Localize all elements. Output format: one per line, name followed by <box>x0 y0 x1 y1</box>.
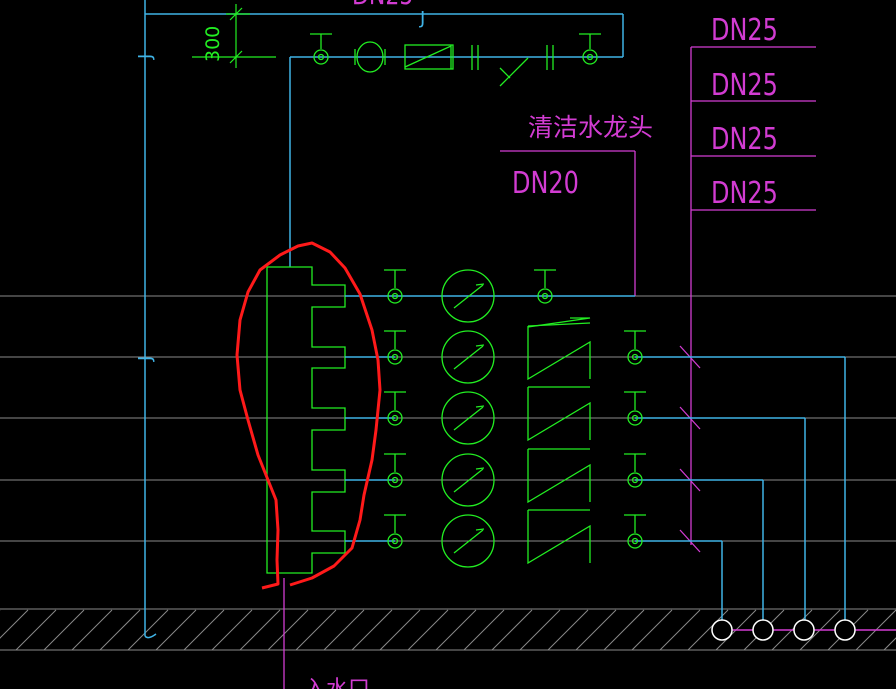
fitting-row <box>384 322 646 384</box>
valve-body <box>627 410 643 426</box>
dn25-label-2: DN25 <box>711 68 778 102</box>
top-fittings <box>310 33 601 87</box>
water-meter <box>441 514 495 568</box>
dimension-300 <box>192 4 276 68</box>
check-valve <box>527 510 591 565</box>
valve-core <box>541 292 549 300</box>
hatch-line <box>323 609 365 651</box>
valve-core <box>391 353 399 361</box>
bottom-partial-label: 入水口 <box>304 677 370 689</box>
hatch-line <box>491 609 533 651</box>
fitting-row <box>384 509 646 568</box>
water-meter <box>441 453 495 507</box>
hatch-line <box>99 609 141 651</box>
meter-needle <box>453 406 484 431</box>
valve-body <box>387 349 403 365</box>
hatch-line <box>155 609 197 651</box>
meter-needle-tip <box>475 467 485 470</box>
water-meter <box>441 330 495 384</box>
valve-core <box>391 414 399 422</box>
meter-needle-tip <box>475 283 485 286</box>
ground-hatch <box>0 609 896 651</box>
hatch-line <box>127 609 169 651</box>
hatch-line <box>463 609 505 651</box>
hatch-line <box>43 609 85 651</box>
valve-core <box>391 292 399 300</box>
valve-core <box>631 537 639 545</box>
pipe-label-j-left1: J <box>135 54 156 60</box>
check-valve-arrow <box>527 317 591 328</box>
hatch-line <box>211 609 253 651</box>
pipe-label-j-left2: J <box>135 356 156 362</box>
hatch-line <box>631 609 673 651</box>
meter-needle-tip <box>475 405 485 408</box>
main-riser <box>144 0 624 639</box>
hatch-line <box>239 609 281 651</box>
check-valve <box>527 449 591 504</box>
meter-needle-tip <box>475 344 485 347</box>
reference-lines <box>0 295 896 651</box>
meter-needle-tip <box>475 528 485 531</box>
valve-body <box>537 288 553 304</box>
hatch-line <box>659 609 701 651</box>
valve-body <box>627 349 643 365</box>
red-markup-loop <box>235 241 382 590</box>
dn25-label-3: DN25 <box>711 122 778 156</box>
valve-core <box>391 476 399 484</box>
dn20-label: DN20 <box>512 166 579 200</box>
hatch-line <box>407 609 449 651</box>
meter-needle <box>453 468 484 493</box>
hatch-line <box>519 609 561 651</box>
hatch-line <box>183 609 225 651</box>
fitting-row <box>384 269 556 323</box>
valve-body <box>387 472 403 488</box>
dn25-label-1: DN25 <box>711 13 778 47</box>
valve-body <box>627 533 643 549</box>
meter-needle <box>453 345 484 370</box>
hatch-line <box>883 637 896 651</box>
fitting-row <box>384 386 646 445</box>
fitting-row <box>384 448 646 507</box>
hatch-line <box>575 609 617 651</box>
valve-core <box>391 537 399 545</box>
hatch-line <box>351 609 393 651</box>
valve-core <box>631 353 639 361</box>
valve-body <box>387 410 403 426</box>
hatch-line <box>295 609 337 651</box>
pipe-label-j-top: J <box>419 8 425 29</box>
valve-body <box>627 472 643 488</box>
meter-needle <box>453 529 484 554</box>
check-valve <box>527 326 591 381</box>
faucet-label: 清洁水龙头 <box>528 113 653 142</box>
water-meter <box>441 391 495 445</box>
meter-needle <box>453 284 484 309</box>
valve-core <box>631 414 639 422</box>
hatch-line <box>15 609 57 651</box>
fitting-rows <box>384 269 646 568</box>
valve-body <box>387 288 403 304</box>
manifold-outlets <box>345 295 395 542</box>
top-partial-label: DN25 <box>352 0 413 10</box>
hatch-line <box>435 609 477 651</box>
water-meter <box>441 269 495 323</box>
hatch-line <box>0 609 29 639</box>
hatch-line <box>267 609 309 651</box>
hatch-line <box>379 609 421 651</box>
hatch-line <box>603 609 645 651</box>
check-valve <box>527 387 591 442</box>
hatch-line <box>71 609 113 651</box>
dn25-label-4: DN25 <box>711 176 778 210</box>
outlet-pipes <box>395 295 846 620</box>
outlet-nodes <box>711 619 896 641</box>
annotation-leaders <box>283 46 816 689</box>
valve-core <box>631 476 639 484</box>
dimension-value: 300 <box>202 26 224 62</box>
hatch-line <box>547 609 589 651</box>
valve-body <box>387 533 403 549</box>
